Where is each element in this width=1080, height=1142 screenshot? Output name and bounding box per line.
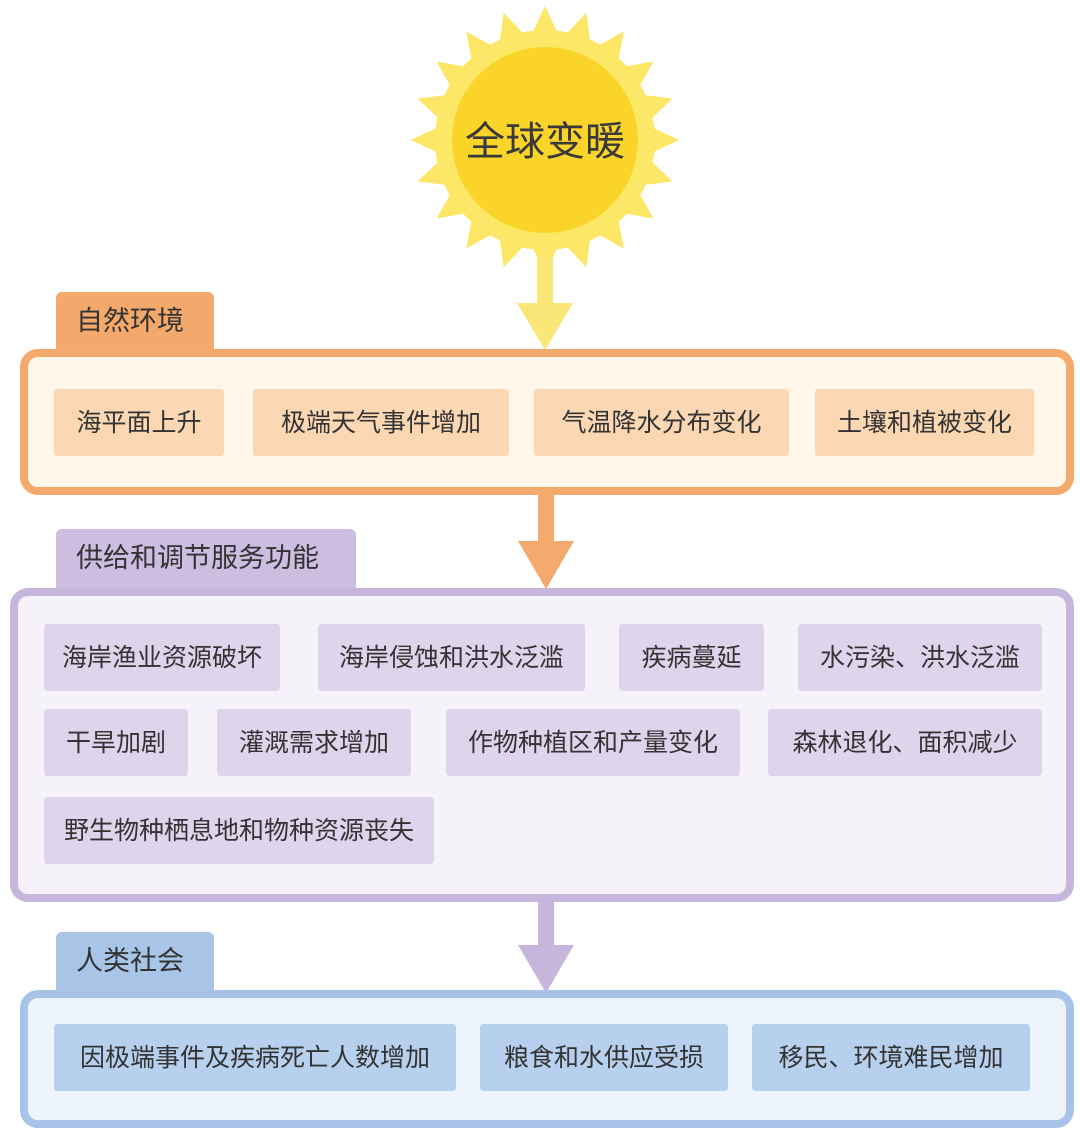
society-item: 移民、环境难民增加	[752, 1024, 1030, 1091]
society-item: 粮食和水供应受损	[480, 1024, 728, 1091]
down-arrow-icon	[518, 493, 574, 589]
services-item: 野生物种栖息地和物种资源丧失	[44, 797, 434, 864]
sun-ray	[411, 125, 443, 155]
section-tab-services: 供给和调节服务功能	[56, 529, 356, 589]
services-item: 疾病蔓延	[619, 624, 764, 691]
natural-item: 极端天气事件增加	[253, 389, 509, 456]
sun-icon	[411, 6, 679, 274]
natural-item: 海平面上升	[54, 389, 224, 456]
section-tab-society: 人类社会	[56, 932, 214, 992]
natural-item: 气温降水分布变化	[534, 389, 789, 456]
sun-label: 全球变暖	[465, 119, 625, 165]
society-item: 因极端事件及疾病死亡人数增加	[54, 1024, 456, 1091]
down-arrow-icon	[518, 899, 574, 993]
services-item: 作物种植区和产量变化	[446, 709, 740, 776]
services-item: 灌溉需求增加	[217, 709, 411, 776]
services-item: 海岸侵蚀和洪水泛滥	[318, 624, 585, 691]
services-item: 水污染、洪水泛滥	[798, 624, 1042, 691]
sun-ray	[530, 6, 560, 38]
natural-item: 土壤和植被变化	[815, 389, 1034, 456]
sun-ray	[647, 125, 679, 155]
section-tab-natural: 自然环境	[56, 292, 214, 352]
services-item: 森林退化、面积减少	[768, 709, 1042, 776]
services-item: 干旱加剧	[44, 709, 188, 776]
sun-core	[452, 47, 638, 233]
down-arrow-icon	[517, 258, 573, 350]
services-item: 海岸渔业资源破坏	[44, 624, 280, 691]
